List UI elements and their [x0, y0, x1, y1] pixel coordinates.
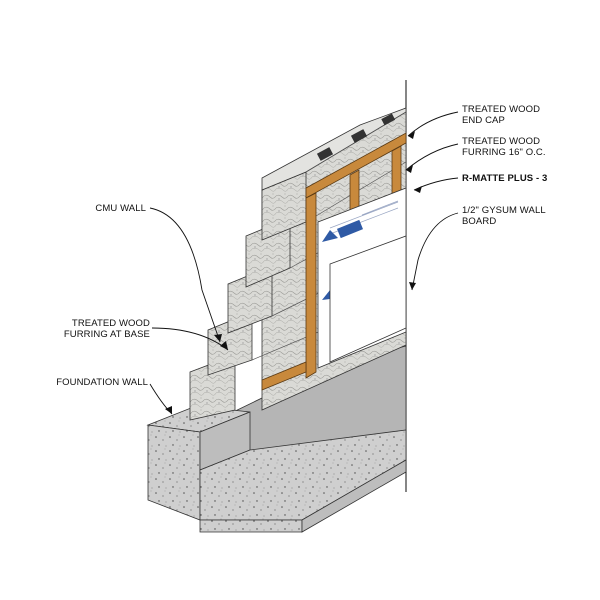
- label-treated-wood-furring-oc: TREATED WOOD FURRING 16" O.C.: [462, 136, 546, 158]
- label-gypsum-board: 1/2" GYSUM WALL BOARD: [462, 205, 546, 227]
- label-treated-wood-furring-base: TREATED WOOD FURRING AT BASE: [63, 318, 150, 340]
- foundation-wall: [146, 405, 407, 533]
- cmu-wall: [189, 107, 407, 421]
- label-foundation-wall: FOUNDATION WALL: [56, 377, 148, 388]
- leader-arrowheads: [165, 131, 422, 414]
- label-r-matte-plus: R-MATTE PLUS - 3: [462, 173, 548, 184]
- gypsum-board: [329, 235, 407, 363]
- label-cmu-wall: CMU WALL: [95, 203, 146, 214]
- label-treated-wood-end-cap: TREATED WOOD END CAP: [462, 104, 541, 126]
